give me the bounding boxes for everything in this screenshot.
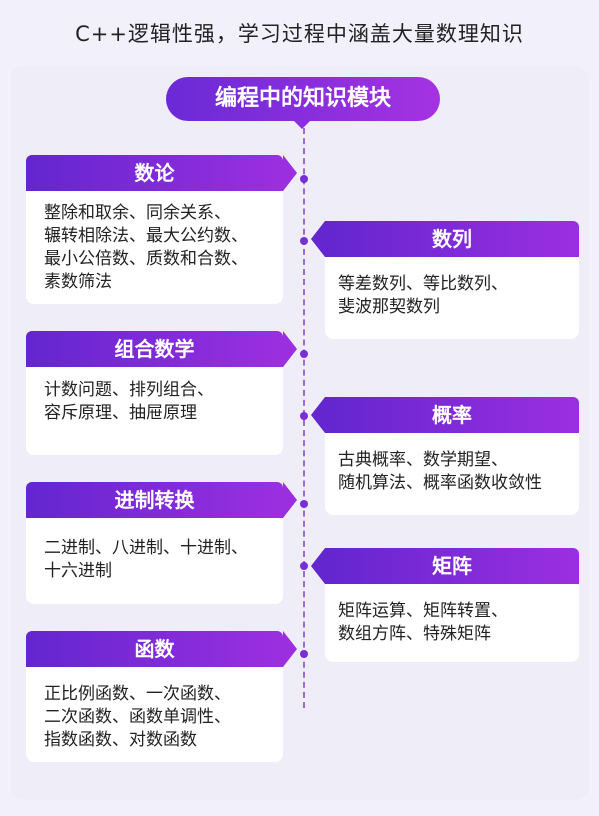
card-title: 进制转换 xyxy=(26,482,283,518)
card-matrices: 矩阵 矩阵运算、矩阵转置、 数组方阵、特殊矩阵 xyxy=(311,548,579,662)
card-arrow xyxy=(283,631,297,667)
timeline-dot xyxy=(300,350,308,358)
timeline-dot xyxy=(300,237,308,245)
center-label: 编程中的知识模块 xyxy=(166,77,440,121)
timeline-dot xyxy=(300,412,308,420)
card-arrow xyxy=(283,331,297,367)
timeline-dot xyxy=(300,500,308,508)
card-title: 概率 xyxy=(325,397,579,433)
page-title: C++逻辑性强，学习过程中涵盖大量数理知识 xyxy=(75,22,524,46)
card-arrow xyxy=(283,155,297,191)
timeline-dot xyxy=(300,650,308,658)
card-title: 函数 xyxy=(26,631,283,667)
card-number-theory: 数论 整除和取余、同余关系、 辗转相除法、最大公约数、 最小公倍数、质数和合数、… xyxy=(26,155,297,304)
timeline-dot xyxy=(300,562,308,570)
card-title: 组合数学 xyxy=(26,331,283,367)
card-title: 数列 xyxy=(325,221,579,257)
card-arrow xyxy=(311,221,325,257)
card-text: 整除和取余、同余关系、 辗转相除法、最大公约数、 最小公倍数、质数和合数、 素数… xyxy=(44,203,248,292)
card-combinatorics: 组合数学 计数问题、排列组合、 容斥原理、抽屉原理 xyxy=(26,331,297,455)
card-functions: 函数 正比例函数、一次函数、 二次函数、函数单调性、 指数函数、对数函数 xyxy=(26,631,297,762)
card-probability: 概率 古典概率、数学期望、 随机算法、概率函数收敛性 xyxy=(311,397,579,515)
card-text: 二进制、八进制、十进制、 十六进制 xyxy=(44,538,248,581)
center-label-pointer xyxy=(292,119,312,129)
card-title: 矩阵 xyxy=(325,548,579,584)
card-arrow xyxy=(283,482,297,518)
card-text: 古典概率、数学期望、 随机算法、概率函数收敛性 xyxy=(338,450,542,493)
card-text: 矩阵运算、矩阵转置、 数组方阵、特殊矩阵 xyxy=(338,601,508,644)
card-arrow xyxy=(311,548,325,584)
timeline-dot xyxy=(300,175,308,183)
card-sequences: 数列 等差数列、等比数列、 斐波那契数列 xyxy=(311,221,579,339)
card-arrow xyxy=(311,397,325,433)
card-text: 等差数列、等比数列、 斐波那契数列 xyxy=(338,274,508,317)
card-text: 正比例函数、一次函数、 二次函数、函数单调性、 指数函数、对数函数 xyxy=(44,684,231,750)
card-text: 计数问题、排列组合、 容斥原理、抽屉原理 xyxy=(44,380,214,423)
card-base-conversion: 进制转换 二进制、八进制、十进制、 十六进制 xyxy=(26,482,297,604)
card-title: 数论 xyxy=(26,155,283,191)
